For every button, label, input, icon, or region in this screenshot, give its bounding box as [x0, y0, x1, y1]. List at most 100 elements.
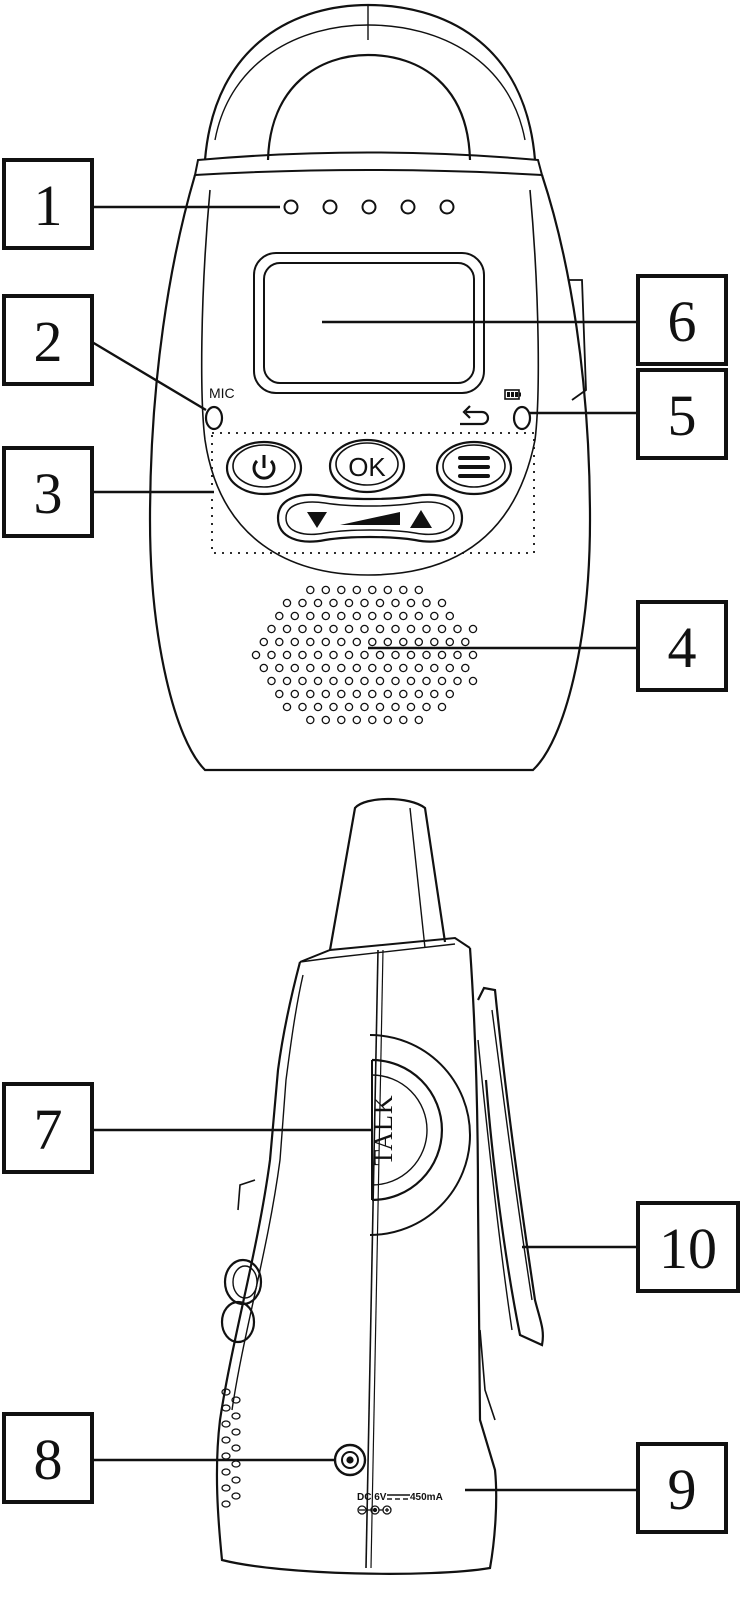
grille-hole: [369, 716, 376, 723]
grille-hole: [376, 625, 383, 632]
leader-lines: [92, 207, 638, 1490]
belt-clip[interactable]: [478, 988, 543, 1345]
grille-hole: [469, 651, 476, 658]
grille-hole: [330, 599, 337, 606]
grille-hole: [299, 703, 306, 710]
dc-voltage-label: DC 6V: [357, 1492, 387, 1503]
svg-text:4: 4: [668, 615, 697, 680]
svg-text:10: 10: [659, 1216, 717, 1281]
grille-hole: [431, 638, 438, 645]
callout-1: 1: [4, 160, 92, 248]
grille-hole: [407, 599, 414, 606]
grille-hole: [415, 716, 422, 723]
callout-8: 8: [4, 1414, 92, 1502]
grille-hole: [291, 690, 298, 697]
power-icon: [254, 455, 274, 478]
grille-hole: [307, 716, 314, 723]
grille-hole: [392, 703, 399, 710]
grille-hole: [299, 599, 306, 606]
grille-hole: [392, 651, 399, 658]
grille-hole: [415, 586, 422, 593]
grille-hole: [369, 612, 376, 619]
grille-hole: [330, 677, 337, 684]
grille-hole: [307, 664, 314, 671]
grille-hole: [384, 690, 391, 697]
grille-hole: [299, 625, 306, 632]
grille-hole: [392, 599, 399, 606]
grille-hole: [400, 690, 407, 697]
svg-text:6: 6: [668, 289, 697, 354]
grille-hole: [338, 664, 345, 671]
grille-hole: [376, 677, 383, 684]
grille-hole: [283, 703, 290, 710]
grille-hole: [291, 664, 298, 671]
grille-hole: [307, 612, 314, 619]
grille-hole: [361, 651, 368, 658]
grille-hole: [438, 599, 445, 606]
led-indicators: [285, 201, 454, 214]
menu-icon: [460, 458, 488, 476]
grille-hole: [431, 690, 438, 697]
grille-hole: [276, 690, 283, 697]
grille-hole: [369, 664, 376, 671]
grille-hole: [330, 651, 337, 658]
grille-hole: [353, 664, 360, 671]
grille-hole: [283, 651, 290, 658]
grille-hole: [400, 716, 407, 723]
volume-rocker[interactable]: [278, 495, 462, 542]
grille-hole: [431, 612, 438, 619]
grille-hole: [469, 625, 476, 632]
callout-10: 10: [638, 1203, 738, 1291]
grille-hole: [400, 664, 407, 671]
grille-hole: [345, 599, 352, 606]
grille-hole: [322, 690, 329, 697]
grille-hole: [462, 664, 469, 671]
callout-7: 7: [4, 1084, 92, 1172]
grille-hole: [423, 651, 430, 658]
svg-text:8: 8: [34, 1427, 63, 1492]
grille-hole: [338, 690, 345, 697]
grille-hole: [322, 664, 329, 671]
grille-hole: [322, 612, 329, 619]
grille-hole: [423, 677, 430, 684]
grille-hole: [423, 703, 430, 710]
callout-4: 4: [638, 602, 726, 690]
grille-hole: [438, 651, 445, 658]
grille-hole: [415, 612, 422, 619]
grille-hole: [407, 651, 414, 658]
grille-hole: [446, 690, 453, 697]
grille-hole: [446, 664, 453, 671]
grille-hole: [400, 638, 407, 645]
grille-hole: [384, 612, 391, 619]
handle-inner: [268, 55, 470, 160]
grille-hole: [376, 703, 383, 710]
grille-hole: [260, 664, 267, 671]
grille-hole: [299, 651, 306, 658]
grille-hole: [369, 690, 376, 697]
grille-hole: [446, 638, 453, 645]
callout-9: 9: [638, 1444, 726, 1532]
side-view: [217, 799, 543, 1574]
polarity-icon: [358, 1506, 391, 1514]
grille-hole: [376, 651, 383, 658]
grille-hole: [283, 625, 290, 632]
grille-hole: [469, 677, 476, 684]
grille-hole: [384, 638, 391, 645]
grille-hole: [361, 625, 368, 632]
grille-hole: [369, 586, 376, 593]
grille-hole: [353, 716, 360, 723]
grille-hole: [384, 664, 391, 671]
grille-hole: [283, 599, 290, 606]
grille-hole: [276, 638, 283, 645]
grille-hole: [400, 586, 407, 593]
side-antenna: [330, 799, 445, 950]
grille-hole: [268, 651, 275, 658]
grille-hole: [415, 664, 422, 671]
dc-symbol: [387, 1495, 410, 1499]
mic-hole: [206, 407, 222, 429]
grille-hole: [291, 612, 298, 619]
grille-hole: [415, 638, 422, 645]
grille-hole: [338, 612, 345, 619]
grille-hole: [454, 651, 461, 658]
